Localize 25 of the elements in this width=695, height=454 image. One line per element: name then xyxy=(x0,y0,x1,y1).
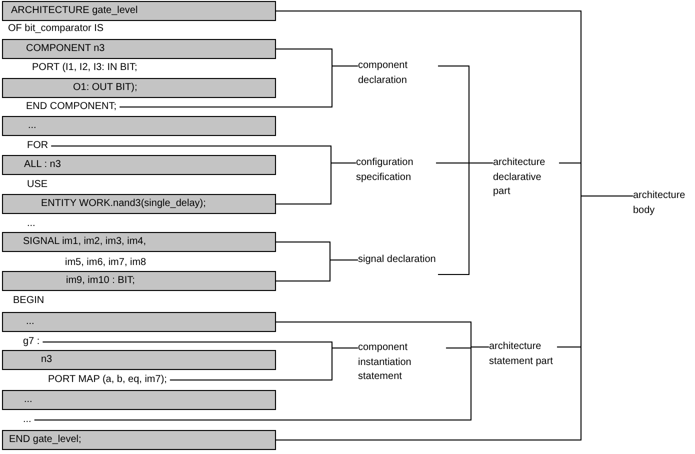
bracket-connector xyxy=(276,162,356,204)
bracket-label: signal declaration xyxy=(358,253,438,268)
bracket-connector xyxy=(446,346,490,348)
bracket-label: component instantiation statement xyxy=(358,341,446,384)
bracket-label: architecture statement part xyxy=(489,340,557,369)
code-line: ... xyxy=(23,413,32,427)
bracket-label: architecture body xyxy=(633,189,695,218)
code-line: USE xyxy=(27,178,48,192)
bracket-connector xyxy=(438,162,494,275)
code-line: PORT (I1, I2, I3: IN BIT; xyxy=(32,61,138,75)
bracket-label: configuration specification xyxy=(356,156,436,185)
code-line: OF bit_comparator IS xyxy=(8,22,104,36)
code-line: g7 : xyxy=(23,335,40,349)
bracket-connector xyxy=(119,66,358,108)
code-line: BEGIN xyxy=(13,294,44,308)
code-line: im5, im6, im7, im8 xyxy=(65,256,146,270)
code-line: ... xyxy=(27,217,36,231)
bracket-connector xyxy=(276,196,634,440)
bracket-label: component declaration xyxy=(358,59,438,88)
bracket-connector xyxy=(276,260,358,282)
code-line: PORT MAP (a, b, eq, im7); xyxy=(48,373,167,387)
bracket-connector xyxy=(169,348,358,380)
code-line: FOR xyxy=(27,139,48,153)
code-line: END COMPONENT; xyxy=(26,100,117,114)
bracket-label: architecture declarative part xyxy=(493,156,559,200)
